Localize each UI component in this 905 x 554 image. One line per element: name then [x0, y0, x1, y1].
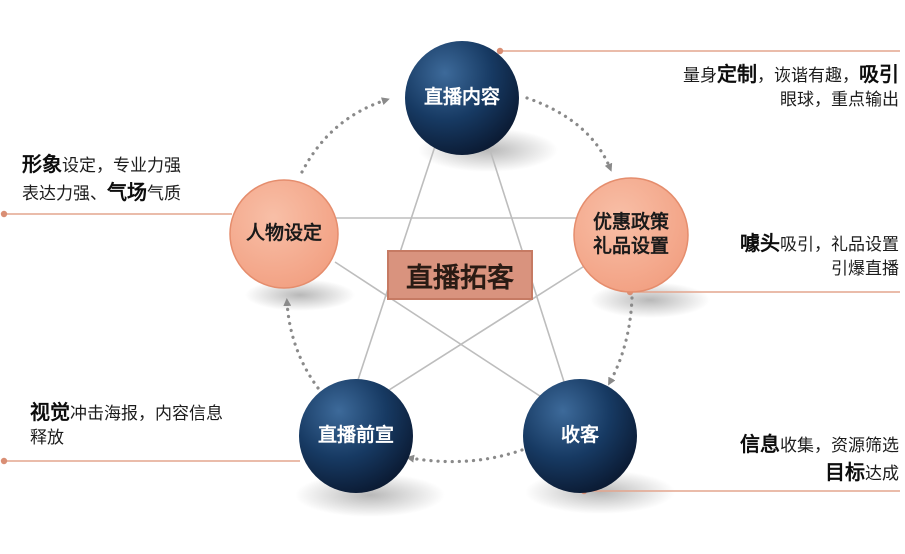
desc-content-line1: 量身定制，诙谐有趣，吸引 [683, 62, 899, 86]
desc-promo-line1: 噱头吸引，礼品设置 [740, 231, 899, 255]
desc-promo-line2: 引爆直播 [831, 259, 899, 280]
arrow-collect-to-preheat [406, 448, 524, 464]
cycle-arrows [283, 96, 634, 464]
center-title: 直播拓客 [406, 262, 514, 294]
center-title-box: 直播拓客 [387, 250, 533, 300]
node-content-circle [405, 41, 519, 155]
star-line-persona-collect [334, 261, 547, 401]
node-preheat-label: 直播前宣 [317, 424, 394, 447]
desc-collect-line2: 目标达成 [825, 460, 899, 485]
node-promo-circle [573, 177, 689, 293]
desc-preheat-line1: 视觉冲击海报，内容信息 [30, 400, 223, 424]
node-persona-label: 人物设定 [245, 222, 322, 245]
leader-lines [4, 50, 900, 492]
node-persona-circle [229, 179, 339, 289]
desc-collect: 信息收集，资源筛选 目标达成 [740, 430, 899, 487]
node-promo-line2: 礼品设置 [592, 235, 669, 257]
node-content-label: 直播内容 [423, 86, 500, 109]
desc-persona-line2: 表达力强、气场气质 [22, 180, 181, 205]
desc-persona-line1: 形象设定，专业力强 [22, 152, 181, 176]
arrow-promo-to-collect [608, 296, 634, 386]
node-promo-label: 优惠政策 礼品设置 [574, 205, 688, 265]
desc-preheat: 视觉冲击海报，内容信息 释放 [30, 398, 223, 451]
desc-content-line2: 眼球，重点输出 [780, 90, 899, 111]
node-collect-label: 收客 [560, 424, 599, 447]
desc-promo: 噱头吸引，礼品设置 引爆直播 [740, 229, 899, 282]
arrow-persona-to-content [300, 97, 390, 174]
desc-preheat-line2: 释放 [30, 428, 64, 449]
arrow-preheat-to-persona [283, 298, 320, 390]
node-preheat-circle [299, 379, 413, 493]
node-promo-line1: 优惠政策 [592, 211, 669, 234]
node-collect-circle [523, 379, 637, 493]
desc-content: 量身定制，诙谐有趣，吸引 眼球，重点输出 [683, 60, 899, 113]
arrow-content-to-promo [525, 96, 613, 172]
desc-persona: 形象设定，专业力强 表达力强、气场气质 [22, 150, 181, 207]
desc-collect-line1: 信息收集，资源筛选 [740, 432, 899, 456]
star-line-promo-preheat [377, 264, 587, 398]
